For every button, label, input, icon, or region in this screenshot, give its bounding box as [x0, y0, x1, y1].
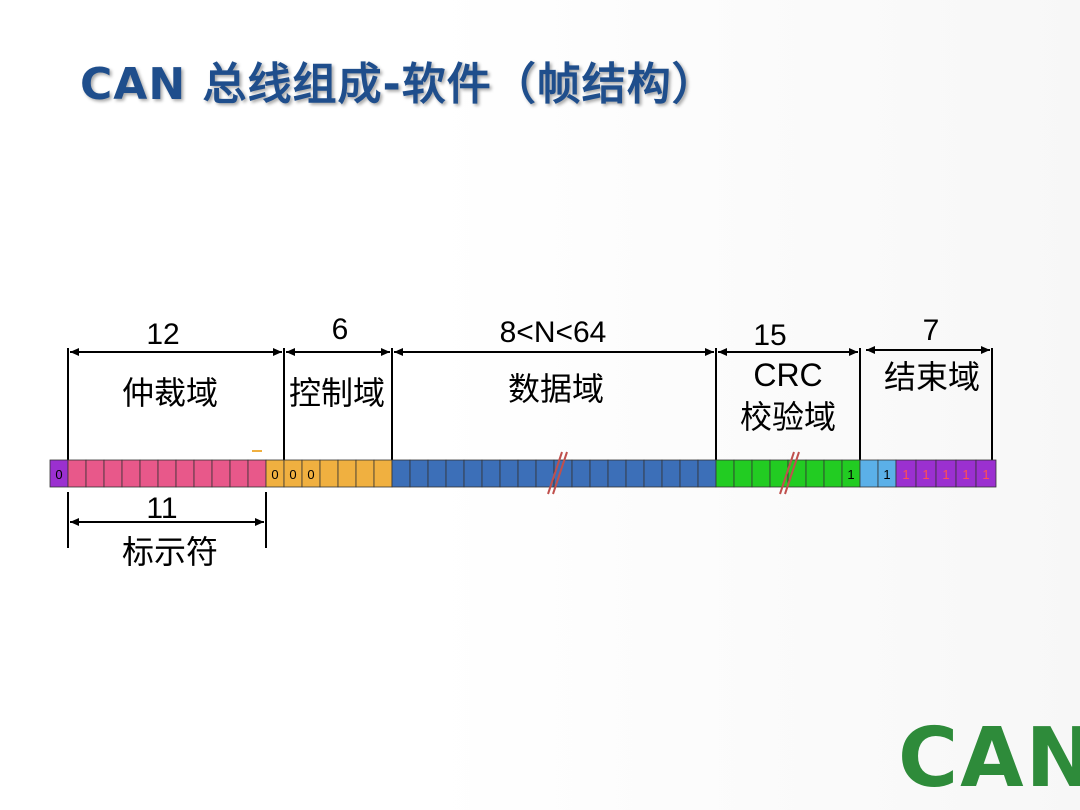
arbitration-bit-cell	[211, 459, 231, 488]
break-mark-line	[552, 451, 568, 495]
arbitration-bit-cell	[139, 459, 159, 488]
data-bit-cell	[409, 459, 429, 488]
arbitration-bit-cell	[229, 459, 249, 488]
crc-count: 15	[753, 319, 786, 352]
data-bit-cell	[661, 459, 681, 488]
data-bit-cell	[589, 459, 609, 488]
crc-bit-cell	[769, 459, 789, 488]
arbitration-bit-cell	[193, 459, 213, 488]
break-mark-line	[784, 451, 800, 495]
data-bit-cell	[625, 459, 645, 488]
can-logo: CAN	[898, 711, 1080, 806]
crc-field-label-line2: 校验域	[740, 398, 836, 436]
crc-bit-cell	[823, 459, 843, 488]
data-bit-cell	[679, 459, 699, 488]
ack-bit-cell	[859, 459, 879, 488]
data-bit-cell	[499, 459, 519, 488]
dimension-arrows	[70, 346, 990, 356]
crc-bit-cell	[751, 459, 771, 488]
crc-field-label-line1: CRC	[753, 357, 822, 393]
arbitration-bit-cell	[247, 459, 267, 488]
arbitration-bit-cell	[175, 459, 195, 488]
control-bit-value: 0	[271, 467, 278, 482]
data-bit-cell	[643, 459, 663, 488]
arbitration-count: 12	[146, 318, 179, 351]
crc-bit-cell	[715, 459, 735, 488]
arbitration-bit-cell	[157, 459, 177, 488]
field-boundaries	[67, 348, 993, 460]
eof-bit-cell	[975, 459, 997, 488]
arbitration-field-label: 仲裁域	[122, 374, 218, 412]
eof-bit-value: 1	[962, 467, 969, 482]
control-bit-value: 0	[307, 467, 314, 482]
arbitration-bit-cell	[67, 459, 87, 488]
control-bit-cell	[373, 459, 393, 488]
data-field-label: 数据域	[508, 370, 604, 408]
crc-bit-cell	[733, 459, 753, 488]
data-bit-cell	[427, 459, 447, 488]
eof-bit-value: 1	[902, 467, 909, 482]
data-bit-cell	[607, 459, 627, 488]
arbitration-bit-cell	[121, 459, 141, 488]
data-bit-cell	[517, 459, 537, 488]
data-bit-cell	[571, 459, 591, 488]
eof-bit-value: 1	[982, 467, 989, 482]
data-bit-cell	[391, 459, 411, 488]
data-bit-cell	[697, 459, 717, 488]
break-mark-line	[547, 451, 563, 495]
identifier-count: 11	[146, 492, 177, 525]
control-field-label: 控制域	[289, 374, 385, 412]
break-mark-line	[779, 451, 795, 495]
control-bit-cell	[319, 459, 339, 488]
control-bit-cell	[355, 459, 375, 488]
eof-field-label: 结束域	[884, 358, 980, 396]
slide-title: CAN 总线组成-软件（帧结构）	[80, 59, 717, 110]
crc-delimiter-bit-value: 1	[847, 467, 854, 482]
identifier-bracket	[67, 492, 267, 548]
arbitration-bit-cell	[85, 459, 105, 488]
eof-count: 7	[923, 314, 940, 347]
data-bit-cell	[481, 459, 501, 488]
control-bit-value: 0	[289, 467, 296, 482]
ack-delimiter-bit-value: 1	[883, 467, 890, 482]
arbitration-bit-cell	[103, 459, 123, 488]
identifier-label: 标示符	[122, 533, 218, 571]
sof-bit-value: 0	[55, 467, 62, 482]
data-bit-cell	[445, 459, 465, 488]
crc-bit-cell	[805, 459, 825, 488]
data-count: 8<N<64	[500, 316, 607, 349]
eof-bit-value: 1	[922, 467, 929, 482]
eof-bit-value: 1	[942, 467, 949, 482]
break-marks	[547, 451, 800, 495]
data-bit-cell	[463, 459, 483, 488]
control-count: 6	[332, 313, 349, 346]
control-bit-cell	[337, 459, 357, 488]
